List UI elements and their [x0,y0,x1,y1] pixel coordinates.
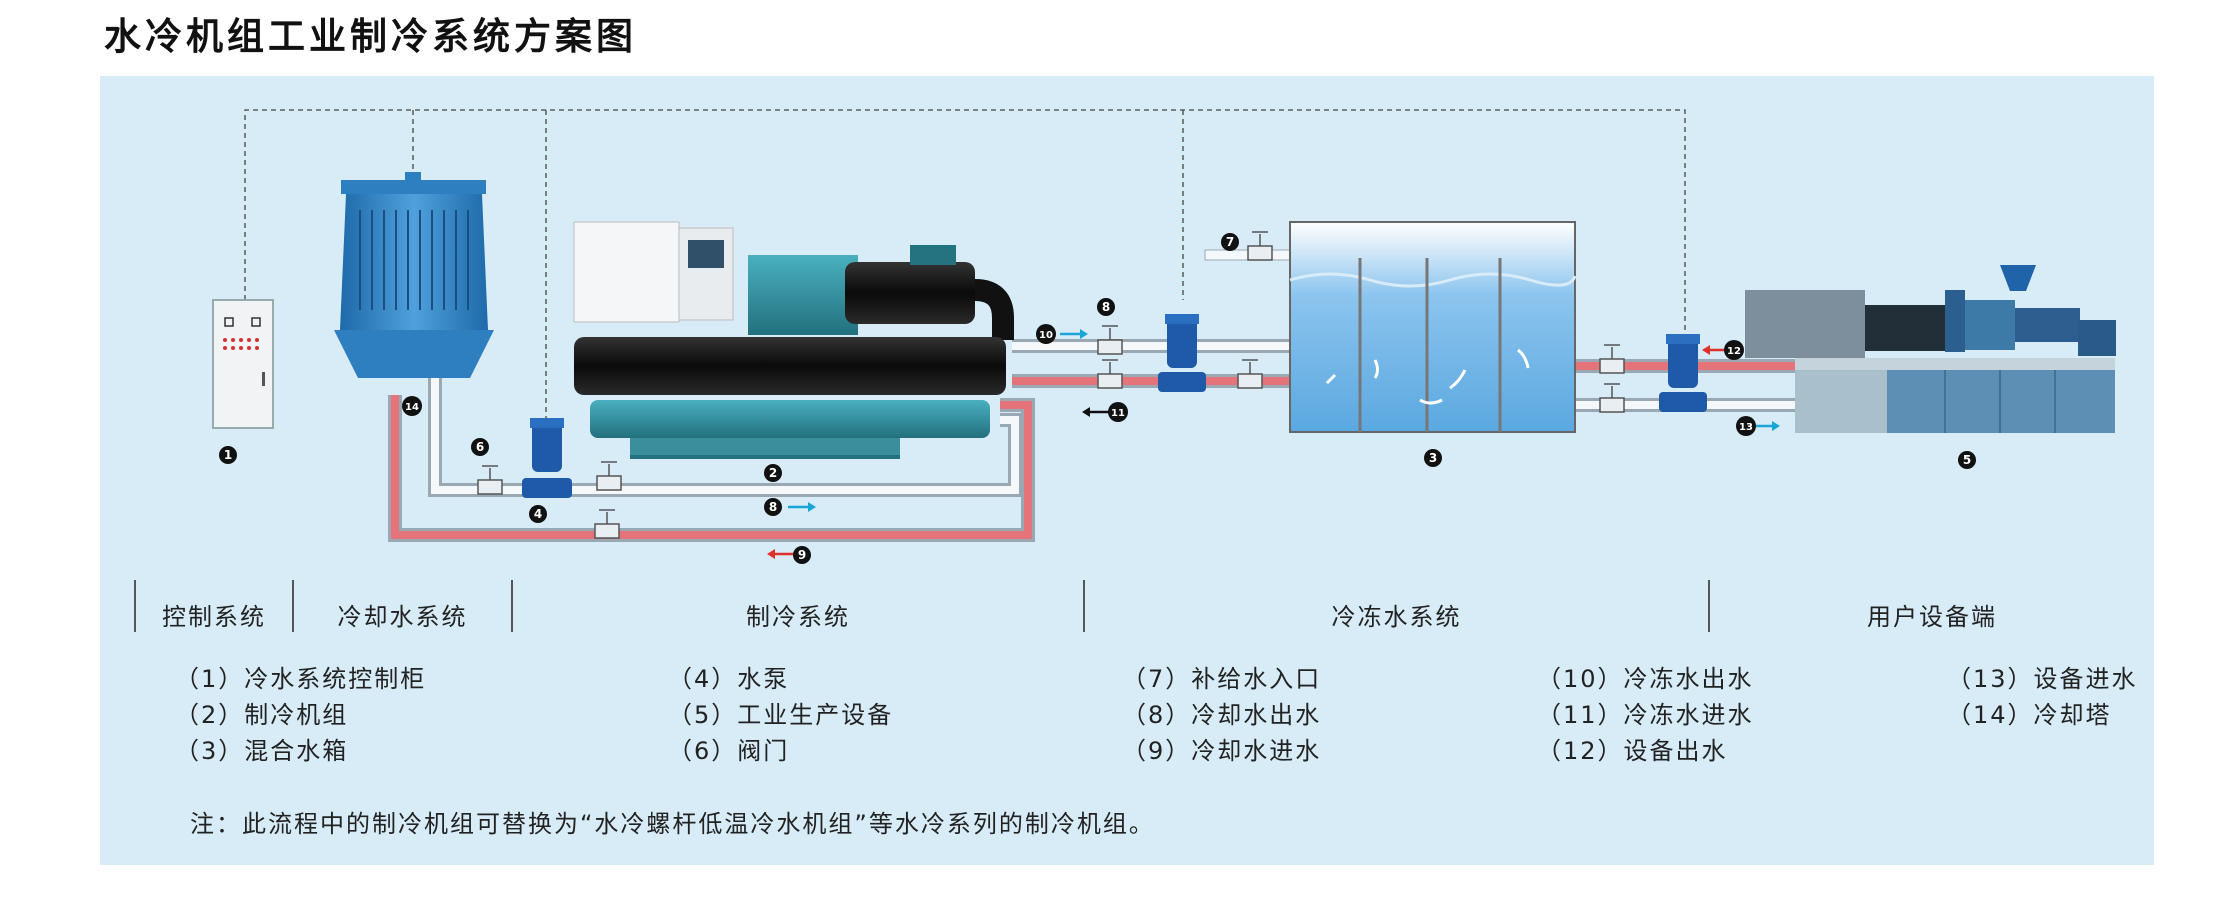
cooling-water-pipes [388,375,1035,542]
flow-arrow-10 [1060,329,1088,339]
marker-11: 11 [1108,402,1128,422]
legend-item: （13）设备进水 [1947,665,2138,693]
marker-8b: 8 [764,498,782,516]
flow-arrow-13 [1756,421,1780,431]
svg-text:4: 4 [534,507,542,521]
mixing-tank [1289,221,1577,433]
legend-item: （3）混合水箱 [175,737,349,765]
flow-arrow-8 [788,502,816,512]
svg-text:1: 1 [224,448,232,462]
flow-arrow-11 [1082,407,1110,417]
control-lines [244,109,1686,440]
marker-5: 5 [1958,451,1976,469]
marker-7: 7 [1221,233,1239,251]
marker-3: 3 [1424,449,1442,467]
flow-arrow-9 [767,549,795,559]
svg-text:6: 6 [476,440,484,454]
legend-column-1: （1）冷水系统控制柜 （2）制冷机组 （3）混合水箱 [175,661,426,769]
legend-item: （8）冷却水出水 [1122,701,1322,729]
injection-molding-machine [1745,265,2116,433]
marker-13: 13 [1736,416,1756,436]
chiller-unit [573,221,1014,459]
pump-equipment [1659,334,1707,412]
control-cabinet [212,299,274,429]
legend-item: （2）制冷机组 [175,701,349,729]
legend-item: （1）冷水系统控制柜 [175,665,427,693]
section-divider [1083,580,1085,632]
svg-text:7: 7 [1226,235,1234,249]
pump-cooling [522,418,572,498]
marker-14: 14 [402,396,422,416]
flow-arrow-12 [1702,345,1725,355]
section-chilled-water: 冷冻水系统 [1331,603,1462,631]
valves [477,231,1625,539]
footnote: 注：此流程中的制冷机组可替换为“水冷螺杆低温冷水机组”等水冷系列的制冷机组。 [190,810,1155,838]
legend-item: （11）冷冻水进水 [1537,701,1754,729]
legend-item: （7）补给水入口 [1122,665,1322,693]
svg-text:10: 10 [1039,330,1053,341]
svg-text:11: 11 [1111,408,1125,419]
section-user-equipment: 用户设备端 [1867,603,1997,631]
marker-10: 10 [1036,324,1056,344]
svg-text:12: 12 [1727,346,1741,357]
svg-text:8: 8 [769,500,777,514]
section-refrigeration: 制冷系统 [746,603,850,631]
page-title: 水冷机组工业制冷系统方案图 [104,15,637,58]
pump-chilled-out [1158,314,1206,392]
cooling-tower [334,172,494,378]
legend-column-3: （7）补给水入口 （8）冷却水出水 （9）冷却水进水 [1122,661,1321,769]
legend-item: （4）水泵 [668,665,790,693]
marker-4: 4 [529,505,547,523]
legend-item: （10）冷冻水出水 [1537,665,1754,693]
section-divider [292,580,294,632]
svg-text:14: 14 [405,402,419,413]
svg-text:8: 8 [1102,300,1110,314]
section-divider [1708,580,1710,632]
svg-text:2: 2 [769,466,777,480]
marker-12: 12 [1724,340,1744,360]
legend-column-5: （13）设备进水 （14）冷却塔 [1947,661,2138,733]
section-control: 控制系统 [162,603,266,631]
legend-item: （5）工业生产设备 [668,701,894,729]
legend-item: （14）冷却塔 [1947,701,2112,729]
marker-2: 2 [764,464,782,482]
legend-item: （6）阀门 [668,737,790,765]
section-cooling-water: 冷却水系统 [337,603,468,631]
marker-1: 1 [219,446,237,464]
svg-text:3: 3 [1429,451,1437,465]
section-divider [511,580,513,632]
svg-text:5: 5 [1963,453,1971,467]
legend-item: （9）冷却水进水 [1122,737,1322,765]
svg-text:13: 13 [1739,422,1753,433]
marker-6: 6 [471,438,489,456]
legend-column-4: （10）冷冻水出水 （11）冷冻水进水 （12）设备出水 [1537,661,1754,769]
section-divider [134,580,136,632]
marker-8a: 8 [1097,298,1115,316]
marker-9: 9 [793,546,811,564]
legend-column-2: （4）水泵 （5）工业生产设备 （6）阀门 [668,661,893,769]
svg-text:9: 9 [798,548,806,562]
legend-item: （12）设备出水 [1537,737,1728,765]
